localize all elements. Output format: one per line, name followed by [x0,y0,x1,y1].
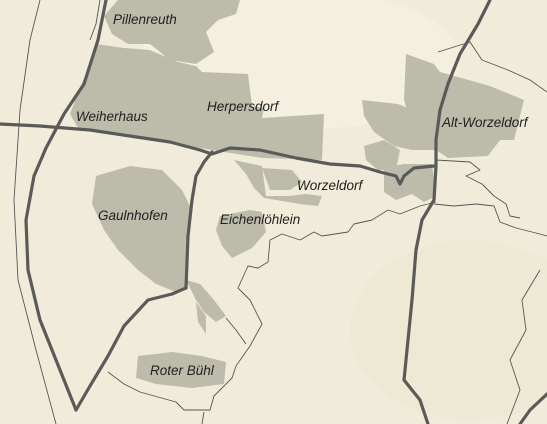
outline-south-central [107,201,437,411]
area-eichenlohlein [216,210,266,258]
area-roter-buehl [136,352,226,388]
place-label-eichenlohlein[interactable]: Eichenlöhlein [220,212,301,227]
place-label-worzeldorf[interactable]: Worzeldorf [297,178,363,193]
outline-south-inner [225,317,247,345]
area-worzeldorf-center-b [262,168,302,190]
outline-southeast [506,269,541,424]
road-eastern [402,0,492,424]
area-gaulnhofen [92,166,190,292]
place-label-pillenreuth[interactable]: Pillenreuth [113,12,177,27]
road-southwest [74,286,188,412]
area-weiherhaus-herpersdorf [70,44,324,160]
outline-northwest [89,0,101,41]
outline-west-arc [13,0,57,424]
outline-east [433,203,547,237]
area-pillenreuth [104,0,240,64]
area-worzeldorf-center [234,160,322,206]
place-label-herpersdorf[interactable]: Herpersdorf [207,99,279,114]
area-east-blob-c [384,164,436,202]
area-east-blob-b [364,140,400,170]
place-label-weiherhaus[interactable]: Weiherhaus [76,109,148,124]
area-alt-worzeldorf [404,54,524,158]
outline-alt-worzeldorf-south [435,159,521,219]
place-label-alt-worzeldorf[interactable]: Alt-Worzeldorf [442,115,528,130]
place-label-gaulnhofen[interactable]: Gaulnhofen [98,208,168,223]
road-east-west [0,122,436,186]
road-western-arc [24,0,108,412]
area-south-strip [186,280,226,322]
texture-patch [350,240,547,420]
district-outlines [13,0,547,424]
road-gaulnhofen [184,150,214,290]
area-south-strip-b [196,302,206,334]
road-southeast-corner [518,392,547,424]
outline-south-tail [201,411,205,424]
place-label-roter-buehl[interactable]: Roter Bühl [150,363,214,378]
built-up-areas [70,0,524,388]
